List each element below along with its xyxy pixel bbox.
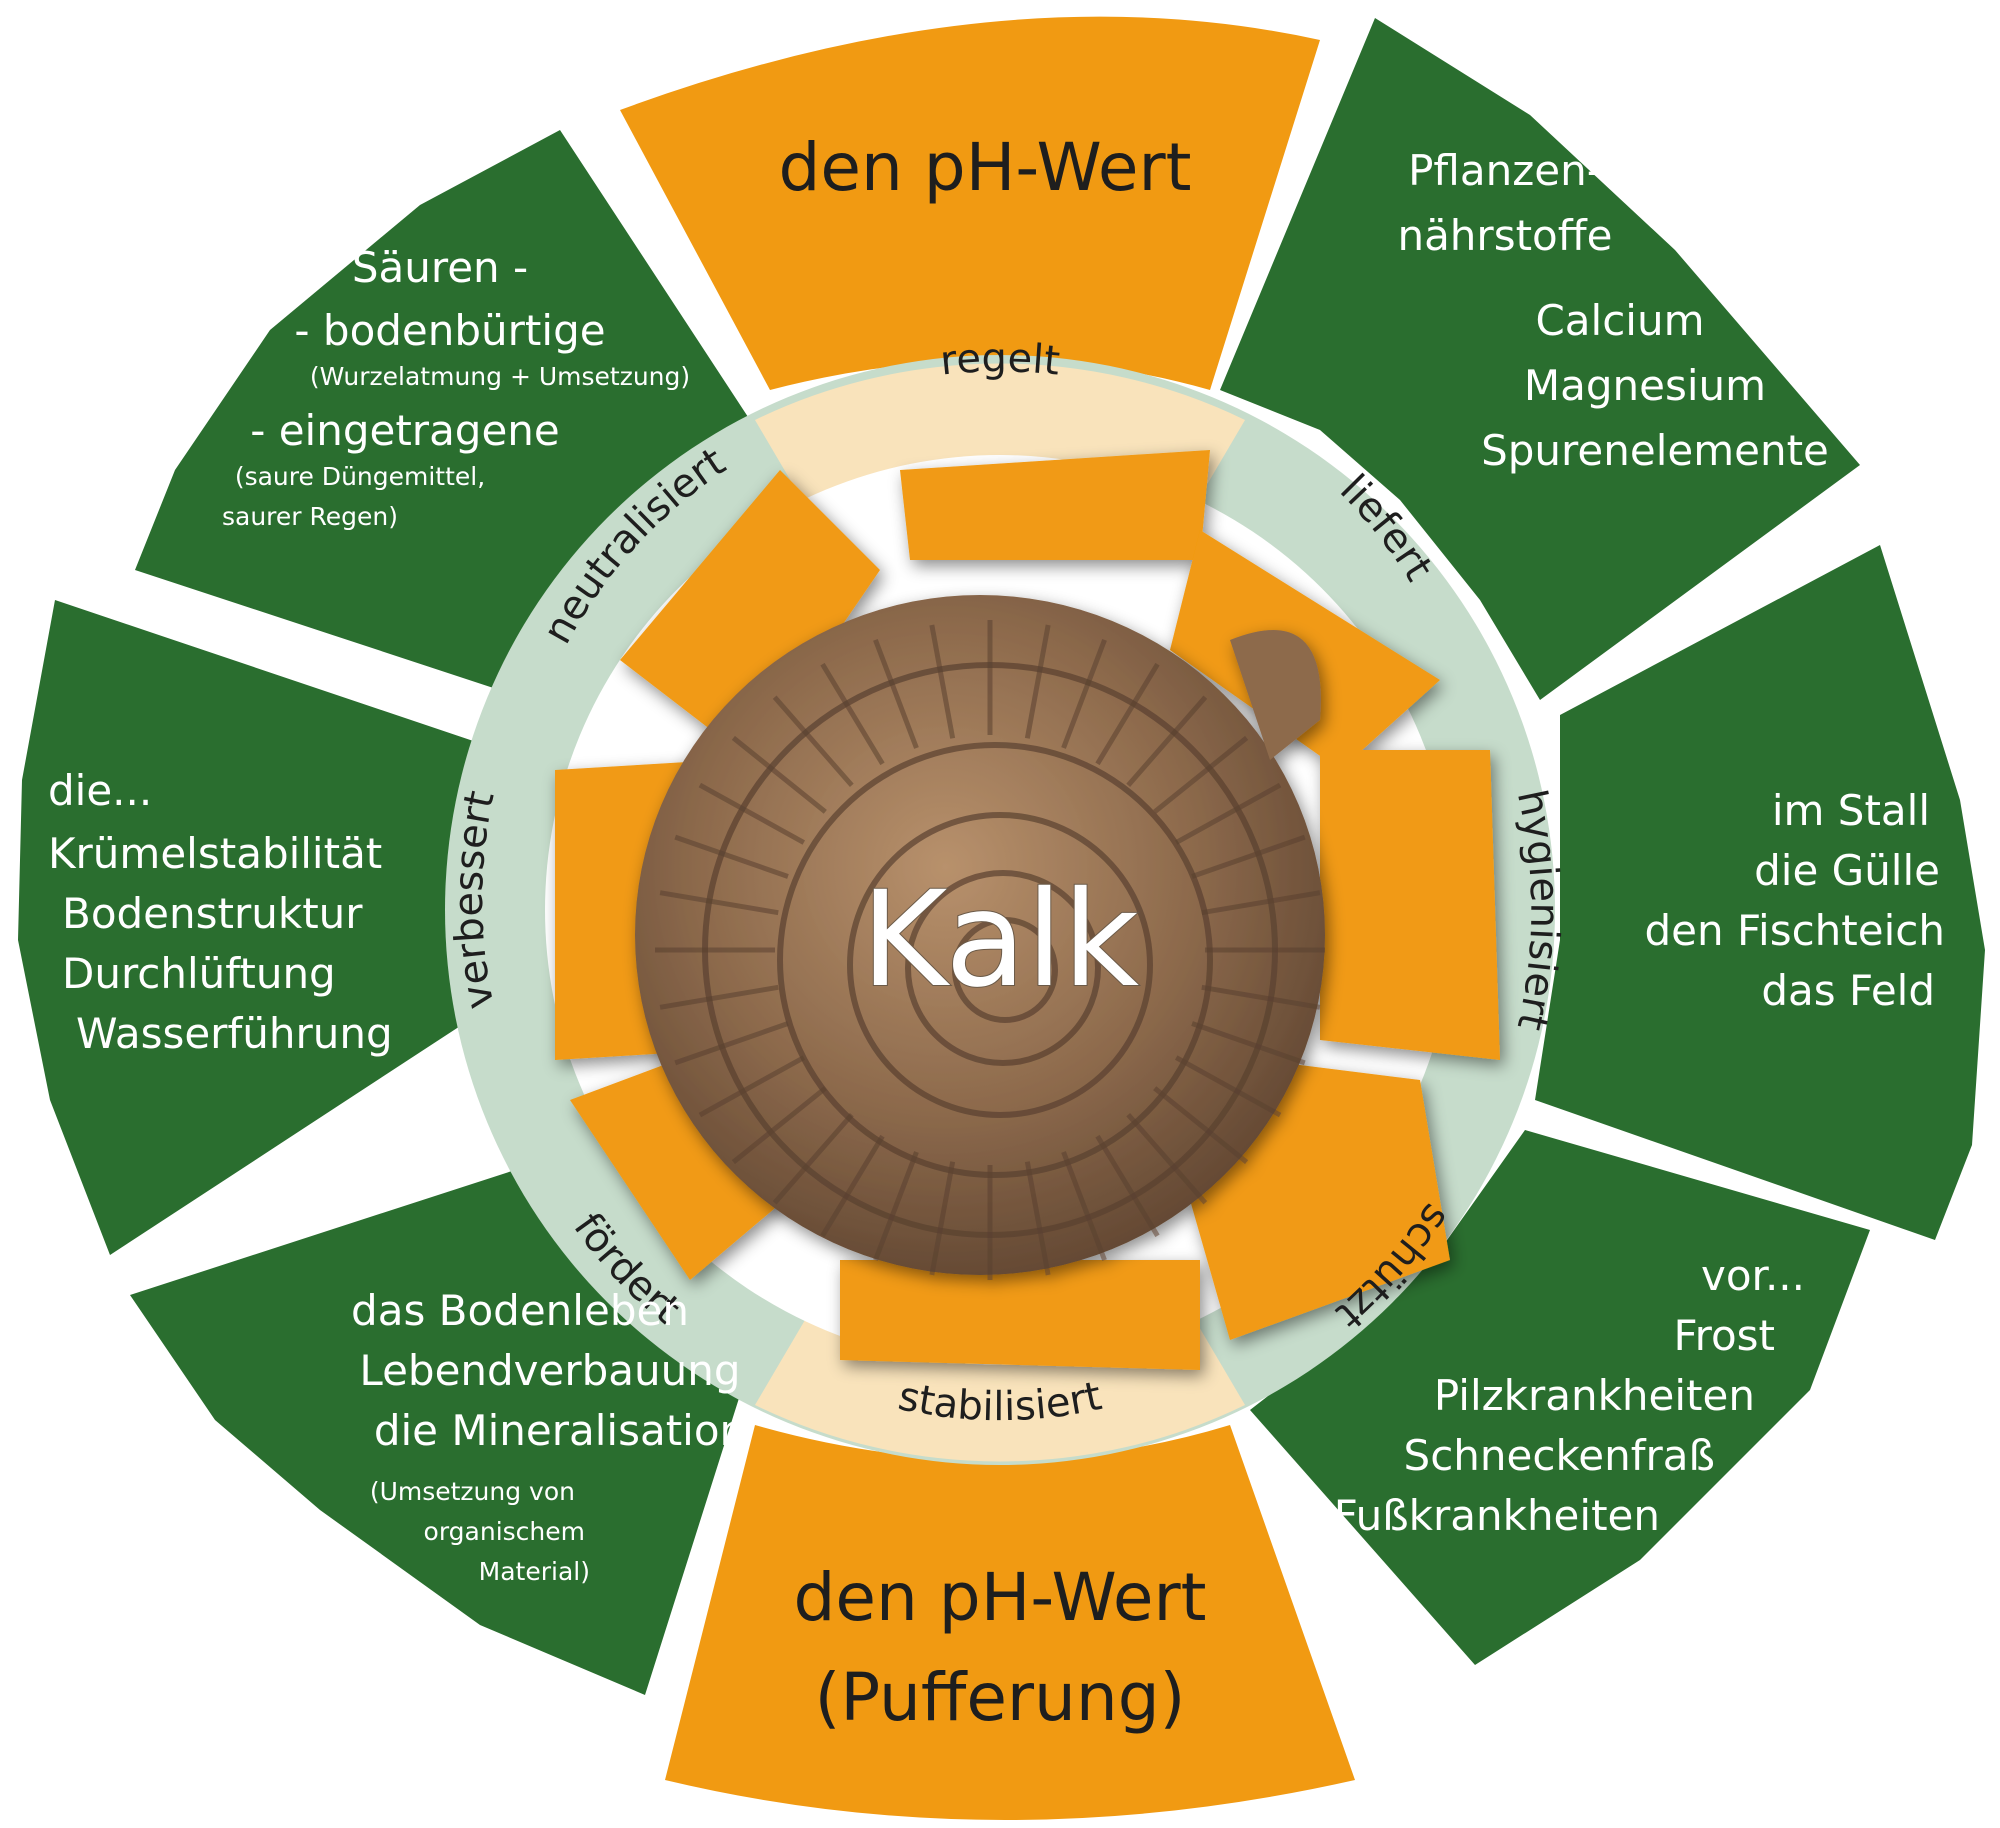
top-left-line: saurer Regen) — [222, 502, 398, 531]
text-top-left: Säuren - - bodenbürtige (Wurzelatmung + … — [222, 243, 690, 531]
bottom-left-line: Material) — [479, 1557, 590, 1586]
top-right-line: Pflanzen- — [1408, 146, 1602, 195]
right-line: die Gülle — [1754, 846, 1940, 895]
top-left-line: (saure Düngemittel, — [235, 462, 485, 491]
green-sector-bottom-right — [1250, 1130, 1870, 1665]
fossil-rib — [1095, 662, 1160, 766]
top-left-line: - bodenbürtige — [294, 306, 605, 355]
green-sector-left — [18, 600, 500, 1255]
bottom-orange-label-line1: den pH-Wert — [794, 1559, 1207, 1636]
left-line: die... — [48, 766, 152, 815]
fossil-rib — [1174, 782, 1282, 845]
fossil-rib — [929, 624, 956, 739]
bottom-right-line: vor... — [1701, 1251, 1805, 1300]
top-orange-label: den pH-Wert — [779, 129, 1192, 206]
top-right-line: Magnesium — [1524, 361, 1766, 410]
right-line: den Fischteich — [1644, 906, 1945, 955]
fossil-rib — [1024, 1161, 1051, 1276]
fossil-rib — [659, 890, 779, 916]
bottom-left-line: das Bodenleben — [351, 1286, 689, 1335]
fossil-rib — [1174, 1055, 1282, 1118]
right-line: das Feld — [1761, 966, 1935, 1015]
bottom-left-line: Lebendverbauung — [359, 1346, 740, 1395]
orange-sector-bottom — [665, 1425, 1355, 1820]
fossil-rib — [772, 695, 854, 787]
bottom-right-line: Schneckenfraß — [1404, 1431, 1715, 1480]
left-line: Durchlüftung — [62, 949, 336, 998]
left-line: Krümelstabilität — [48, 829, 382, 878]
fossil-rib — [1126, 695, 1208, 787]
top-left-line: - eingetragene — [250, 406, 560, 455]
fossil-rib — [873, 1151, 919, 1261]
fossil-rib — [1126, 1113, 1208, 1205]
inner-segment-right — [1320, 750, 1500, 1060]
inner-segment-bottom — [840, 1260, 1200, 1370]
fossil-rib — [820, 662, 885, 766]
fossil-rib — [1061, 639, 1107, 749]
inner-segment-top-left — [620, 470, 880, 760]
green-sector-right — [1535, 545, 1985, 1240]
inner-segment-top — [900, 450, 1210, 560]
fossil-rib — [1061, 1151, 1107, 1261]
text-right: im Stall die Gülle den Fischteich das Fe… — [1644, 786, 1945, 1015]
fossil-rib — [1095, 1134, 1160, 1238]
top-right-line: Calcium — [1535, 296, 1704, 345]
text-bottom-right: vor... Frost Pilzkrankheiten Schneckenfr… — [1334, 1251, 1805, 1540]
fossil-rib — [1201, 984, 1321, 1010]
fossil-rib — [820, 1134, 885, 1238]
bottom-right-line: Fußkrankheiten — [1334, 1491, 1660, 1540]
text-top-right: Pflanzen- nährstoffe Calcium Magnesium S… — [1397, 146, 1828, 475]
fossil-rib — [1153, 735, 1249, 814]
top-left-line: Säuren - — [352, 243, 528, 292]
fossil-rib — [731, 1086, 827, 1165]
fossil-rib — [929, 1161, 956, 1276]
fossil-rib — [731, 735, 827, 814]
left-line: Bodenstruktur — [62, 889, 363, 938]
fossil-rib — [698, 782, 806, 845]
bottom-left-line: die Mineralisation — [374, 1406, 746, 1455]
outer-ring — [18, 16, 1985, 1820]
green-sector-bottom-left — [130, 1170, 740, 1695]
fossil-rib — [1153, 1086, 1249, 1165]
left-line: Wasserführung — [76, 1009, 393, 1058]
ammonite-fossil-image — [635, 595, 1325, 1280]
bottom-orange-label-line2: (Pufferung) — [815, 1659, 1186, 1736]
fossil-rib — [698, 1055, 806, 1118]
bottom-left-line: (Umsetzung von — [370, 1477, 575, 1506]
top-right-line: nährstoffe — [1397, 211, 1612, 260]
center-label: Kalk — [861, 863, 1140, 1017]
fossil-rib — [1024, 624, 1051, 739]
fossil-rib — [674, 1021, 789, 1066]
green-sector-top-right — [1220, 18, 1860, 700]
text-left: die... Krümelstabilität Bodenstruktur Du… — [48, 766, 393, 1058]
fossil-rib — [1191, 834, 1306, 879]
fossil-rib — [1201, 890, 1321, 916]
fossil-rib — [873, 639, 919, 749]
bottom-left-line: organischem — [424, 1517, 585, 1546]
top-left-line: (Wurzelatmung + Umsetzung) — [310, 362, 690, 391]
bottom-right-line: Frost — [1674, 1311, 1776, 1360]
fossil-rib — [674, 834, 789, 879]
fossil-rib — [1191, 1021, 1306, 1066]
right-line: im Stall — [1772, 786, 1930, 835]
fossil-rib — [659, 984, 779, 1010]
bottom-right-line: Pilzkrankheiten — [1434, 1371, 1755, 1420]
top-right-line: Spurenelemente — [1481, 426, 1829, 475]
verb-regelt: regelt — [938, 335, 1062, 384]
fossil-rib — [772, 1113, 854, 1205]
orange-sector-top — [620, 16, 1320, 391]
text-bottom-left: das Bodenleben Lebendverbauung die Miner… — [351, 1286, 746, 1586]
